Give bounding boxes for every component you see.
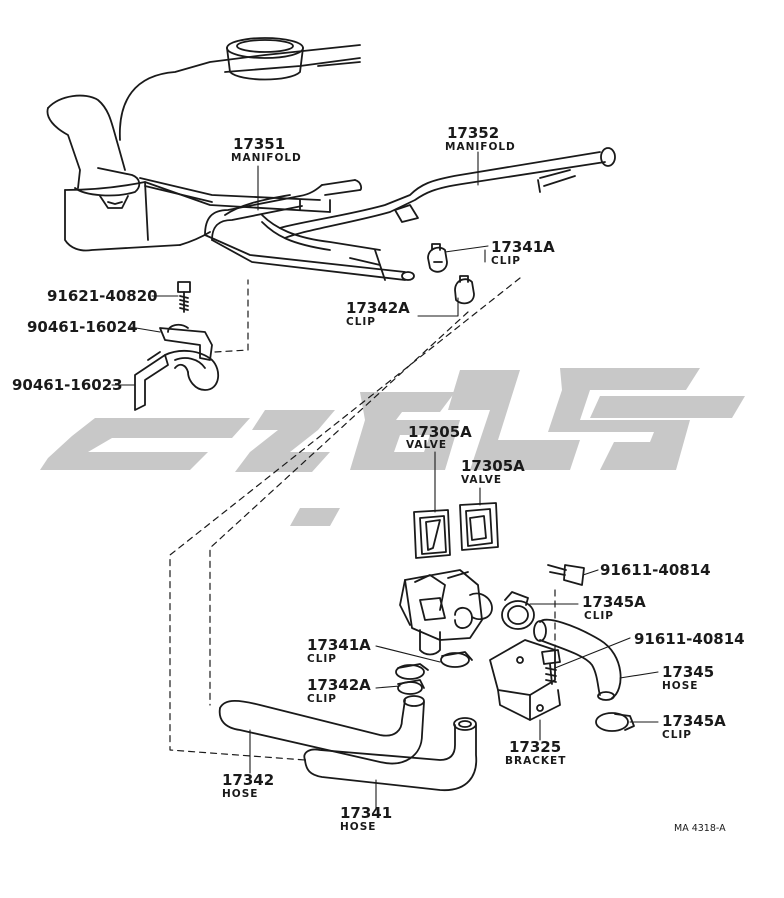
label-17342A-mid-name: CLIP	[307, 693, 337, 705]
label-17305A-right-name: VALVE	[461, 474, 503, 486]
label-17341A-mid-name: CLIP	[307, 653, 337, 665]
clip-17342A-mid	[397, 679, 425, 695]
bracket-17325	[489, 639, 561, 721]
clip-17341A-top	[427, 243, 448, 273]
inlet-neck	[46, 94, 141, 209]
hose-17345	[533, 618, 622, 701]
bracket-90461-16024	[159, 323, 213, 361]
bracket-90461-16023	[134, 349, 220, 411]
label-17325-name: BRACKET	[505, 755, 567, 767]
label-91621-40820: 91621-40820	[47, 287, 158, 305]
label-17341A-top-name: CLIP	[491, 255, 521, 267]
label-17345A-bottom-name: CLIP	[662, 729, 692, 741]
clip-17342A-top	[454, 275, 475, 305]
label-17305A-left-number: 17305A	[408, 423, 472, 441]
hose-17341	[303, 717, 478, 791]
label-17305A-left-name: VALVE	[406, 439, 448, 451]
label-17352-number: 17352	[447, 124, 500, 142]
label-17342A-mid-number: 17342A	[307, 676, 371, 694]
line-art	[46, 37, 659, 811]
label-91611-40814-top: 91611-40814	[600, 561, 711, 579]
bolt-91611-40814-bottom	[541, 649, 561, 685]
clip-17345A-top	[501, 591, 535, 630]
reference-code: MA 4318-A	[674, 823, 726, 834]
clip-17345A-bottom	[595, 712, 635, 732]
valve-17305A-left	[413, 509, 451, 559]
label-17345-name: HOSE	[662, 680, 699, 692]
manifold-17352	[279, 147, 616, 239]
label-17342A-top-number: 17342A	[346, 299, 410, 317]
water-valve-body	[399, 569, 493, 656]
label-91611-40814-bottom: 91611-40814	[634, 630, 745, 648]
label-17351-name: MANIFOLD	[231, 152, 302, 164]
label-17342-name: HOSE	[222, 788, 259, 800]
label-17345A-top-name: CLIP	[584, 610, 614, 622]
filler-cap	[226, 37, 304, 81]
watermark-logo	[40, 368, 745, 526]
bolt-91621-40820	[177, 281, 191, 313]
label-17325-number: 17325	[509, 738, 562, 756]
valve-17305A-right	[459, 502, 499, 551]
label-90461-16023: 90461-16023	[12, 376, 123, 394]
label-17351-number: 17351	[233, 135, 286, 153]
label-17305A-right-number: 17305A	[461, 457, 525, 475]
label-17341-name: HOSE	[340, 821, 377, 833]
label-17345A-bottom-number: 17345A	[662, 712, 726, 730]
manifold-17351	[204, 179, 415, 281]
label-17341-number: 17341	[340, 804, 393, 822]
label-17341A-top-number: 17341A	[491, 238, 555, 256]
label-17352-name: MANIFOLD	[445, 141, 516, 153]
bolt-91611-40814-top	[547, 564, 585, 586]
label-17342A-top-name: CLIP	[346, 316, 376, 328]
label-90461-16024: 90461-16024	[27, 318, 138, 336]
clip-17341A-mid	[395, 651, 473, 680]
hose-17342	[218, 695, 425, 765]
label-17341A-mid-number: 17341A	[307, 636, 371, 654]
label-17342-number: 17342	[222, 771, 275, 789]
label-17345A-top-number: 17345A	[582, 593, 646, 611]
leader-lines	[111, 151, 659, 811]
assembly-dashed-lines	[169, 277, 556, 761]
label-17345-number: 17345	[662, 663, 715, 681]
